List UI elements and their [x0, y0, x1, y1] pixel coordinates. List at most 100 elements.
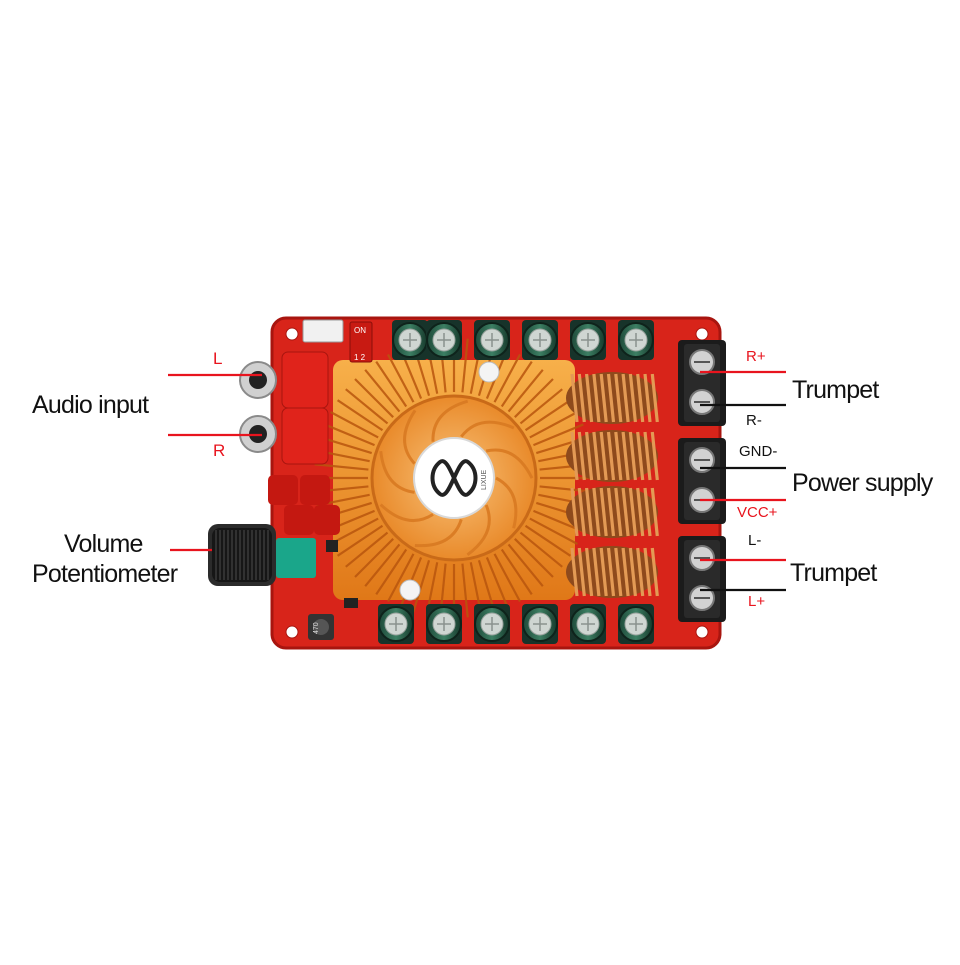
inductor-winding	[577, 431, 586, 481]
heatsink-fin	[345, 531, 389, 568]
heatsink-fin	[364, 369, 401, 413]
vcc-label: VCC+	[737, 504, 778, 521]
inductor-winding	[643, 487, 652, 537]
mount-hole	[695, 625, 709, 639]
fan-blade	[379, 451, 415, 494]
inductor-winding	[650, 373, 659, 423]
inductor-winding	[650, 547, 659, 597]
inductor-winding	[599, 547, 608, 597]
inductor-code: 470	[313, 622, 320, 634]
volume-knob	[208, 524, 316, 586]
screw-terminals	[678, 340, 726, 622]
capacitor-cross	[581, 333, 595, 347]
heatsink-fin	[524, 524, 572, 557]
heatsink-fin	[514, 378, 554, 418]
jst-connector	[302, 319, 344, 343]
inductor-winding	[599, 431, 608, 481]
capacitor-cross	[389, 617, 403, 631]
inductor-winding	[599, 487, 608, 537]
inductor-winding	[592, 431, 601, 481]
heatsink-fin	[324, 423, 375, 447]
heatsink-fin	[529, 411, 578, 439]
capacitor-cross	[533, 617, 547, 631]
heatsink-fin	[375, 360, 408, 408]
heatsink-fin	[375, 548, 408, 596]
heatsink-fin	[529, 517, 578, 545]
heatsink-fin	[500, 548, 533, 596]
r-plus-label: R+	[746, 348, 766, 365]
right-channel-label: R	[213, 441, 226, 460]
gnd-label: GND-	[739, 443, 778, 460]
inductor-winding	[577, 547, 586, 597]
heatsink-fin	[461, 563, 469, 618]
inductor-winding	[621, 373, 630, 423]
inductor-winding	[606, 487, 616, 537]
heatsink-fin	[524, 399, 572, 432]
fan-blade	[460, 420, 515, 438]
fan-blade	[414, 518, 463, 548]
small-inductor-core	[313, 619, 329, 635]
rca-input-left	[239, 351, 329, 409]
mount-hole	[695, 327, 709, 341]
mount-hole	[285, 625, 299, 639]
heatsink-fin	[314, 463, 369, 471]
inductor-winding	[636, 487, 645, 537]
heatsink-fin	[507, 543, 544, 587]
inductor-winding	[592, 547, 601, 597]
ic-chip	[344, 598, 358, 608]
fan-blade	[379, 503, 434, 523]
capacitor-cross	[485, 333, 499, 347]
inductor-winding	[643, 431, 652, 481]
capacitor-cross	[533, 333, 547, 347]
fan-blade	[403, 409, 417, 465]
capacitor-cross	[629, 333, 643, 347]
inductor-winding	[650, 487, 659, 537]
heatsink-fin	[354, 538, 394, 578]
inductor-winding	[628, 487, 637, 537]
capacitor-row-top	[392, 320, 654, 360]
l-plus-label: L+	[748, 593, 766, 610]
potentiometer-label: Potentiometer	[32, 560, 178, 588]
heatsink-fin	[461, 338, 469, 393]
inductor-winding	[636, 373, 645, 423]
cooling-fan	[370, 394, 538, 562]
audio-input-label: Audio input	[32, 391, 149, 419]
inductor-winding	[592, 373, 601, 423]
inductor-winding	[628, 431, 637, 481]
capacitor-cross	[485, 617, 499, 631]
heatsink-fin	[336, 399, 384, 432]
heatsink-fin	[493, 553, 521, 602]
inductor-winding	[621, 547, 630, 597]
inductor-winding	[585, 547, 594, 597]
leader-lines	[168, 370, 786, 592]
heatsink-fin	[330, 411, 379, 439]
inductor-winding	[570, 547, 579, 597]
heatsink-fin	[514, 538, 554, 578]
inductor-winding	[585, 487, 594, 537]
heatsink-fin	[507, 369, 544, 413]
ic-chip	[326, 540, 338, 552]
inductor-winding	[636, 547, 645, 597]
inductor-winding	[628, 547, 637, 597]
capacitor-cross	[581, 617, 595, 631]
heatsink-fin	[493, 354, 521, 403]
capacitor-cross	[437, 333, 451, 347]
fan-blade	[466, 504, 491, 557]
inductor-winding	[606, 431, 616, 481]
inductor-winding	[606, 547, 616, 597]
white-pad	[399, 579, 421, 601]
inductor-winding	[614, 487, 623, 537]
heatsink-fin	[387, 354, 415, 403]
inductor-winding	[592, 487, 601, 537]
inductor-group	[566, 372, 659, 598]
inductor-winding	[636, 431, 645, 481]
mount-hole	[285, 327, 299, 341]
white-pad	[478, 361, 500, 383]
capacitor-cross	[629, 617, 643, 631]
trumpet-top-label: Trumpet	[792, 376, 879, 404]
heatsink-fin	[519, 388, 563, 425]
heatsink-fin	[345, 388, 389, 425]
inductor-winding	[585, 373, 594, 423]
inductor-winding	[628, 373, 637, 423]
